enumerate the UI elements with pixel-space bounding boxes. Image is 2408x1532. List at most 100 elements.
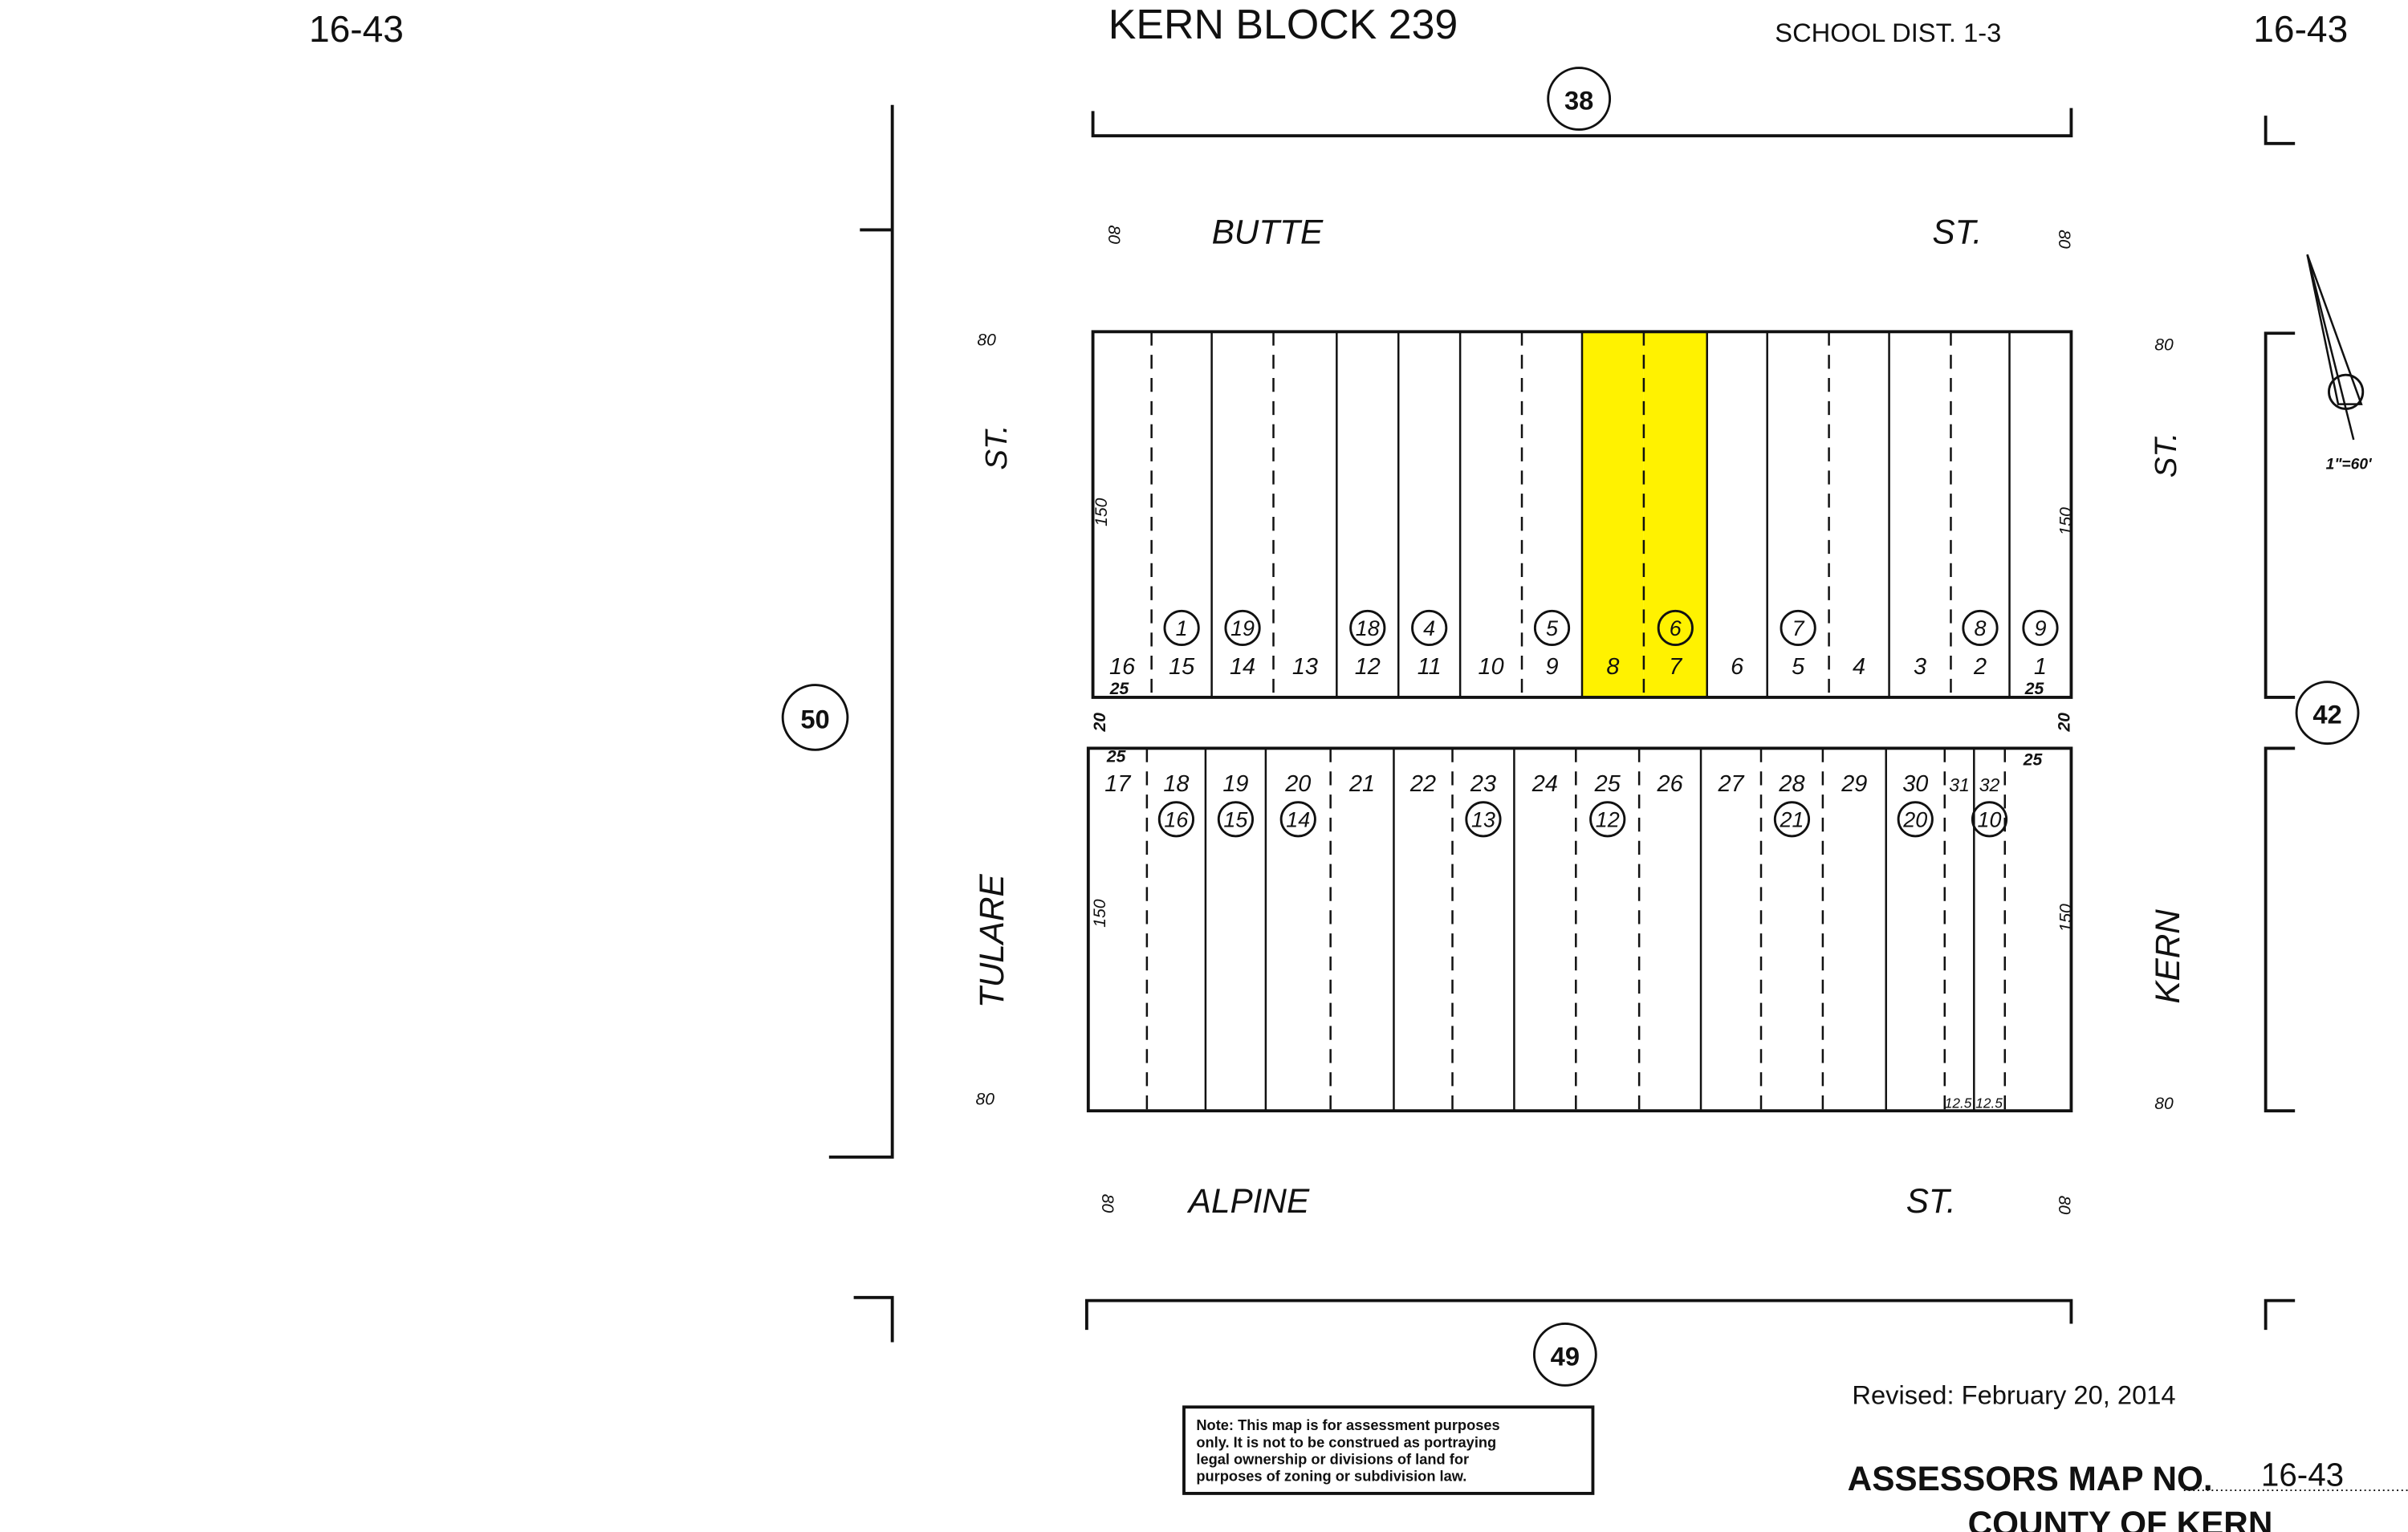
parcel-number[interactable]: 9 xyxy=(2022,609,2059,647)
lot-number[interactable]: 13 xyxy=(1292,654,1318,680)
parcel-label: 18 xyxy=(1356,616,1380,640)
lot-number[interactable]: 8 xyxy=(1606,654,1619,680)
parcel-label: 16 xyxy=(1164,807,1188,831)
parcel-number[interactable]: 21 xyxy=(1773,801,1811,838)
parcel-number[interactable]: 5 xyxy=(1533,609,1571,647)
parcel-number[interactable]: 12 xyxy=(1589,801,1626,838)
parcel-number[interactable]: 14 xyxy=(1279,801,1316,838)
street-width: 80 xyxy=(2154,1095,2174,1113)
lot-number[interactable]: 30 xyxy=(1902,771,1928,797)
street-width: 80 xyxy=(1098,1194,1117,1213)
street-suffix: ST. xyxy=(1906,1182,1956,1220)
dimension-frontage: 25 xyxy=(1109,680,1129,698)
north-arrow-icon xyxy=(2306,254,2365,441)
dimension-alley: 20 xyxy=(2055,713,2073,733)
lot-number[interactable]: 9 xyxy=(1545,654,1558,680)
lot-number[interactable]: 25 xyxy=(1594,771,1621,797)
lot-number[interactable]: 17 xyxy=(1104,771,1131,797)
scale-label: 1"=60' xyxy=(2326,456,2373,473)
adjacent-block-east-label: 42 xyxy=(2312,700,2341,729)
lot-number[interactable]: 31 xyxy=(1949,774,1970,795)
west-block-boundary xyxy=(828,104,894,1159)
street-name-kern: KERN xyxy=(2149,909,2186,1004)
lot-number[interactable]: 5 xyxy=(1792,654,1805,680)
highlighted-lot xyxy=(1582,331,1644,697)
lot-number[interactable]: 21 xyxy=(1348,771,1375,797)
parcel-label: 10 xyxy=(1978,807,2002,831)
northeast-block-boundary xyxy=(2264,116,2296,145)
parcel-number[interactable]: 20 xyxy=(1897,801,1934,838)
adjacent-block-west[interactable]: 50 xyxy=(781,684,849,751)
adjacent-block-east[interactable]: 42 xyxy=(2295,681,2360,746)
parcel-number[interactable]: 8 xyxy=(1962,609,1999,647)
lot-number[interactable]: 23 xyxy=(1470,771,1496,797)
parcel-label: 13 xyxy=(1471,807,1495,831)
lot-number[interactable]: 10 xyxy=(1479,654,1504,680)
lot-number[interactable]: 27 xyxy=(1717,771,1744,797)
east-block-boundary xyxy=(2264,746,2296,1113)
assessors-map-number: 16-43 xyxy=(2261,1456,2344,1493)
lot-number[interactable]: 32 xyxy=(1979,774,2000,795)
lot-number[interactable]: 22 xyxy=(1409,771,1436,797)
school-district: SCHOOL DIST. 1-3 xyxy=(1775,18,2001,47)
south-block-boundary xyxy=(1084,1298,2073,1331)
note-line: Note: This map is for assessment purpose… xyxy=(1196,1416,1499,1433)
county-label: COUNTY OF KERN xyxy=(1968,1505,2273,1532)
parcel-number[interactable]: 6 xyxy=(1657,609,1694,647)
parcel-label: 4 xyxy=(1423,616,1435,640)
lot-number[interactable]: 11 xyxy=(1418,654,1442,680)
lot-number[interactable]: 2 xyxy=(1973,654,1987,680)
dimension-alley: 20 xyxy=(1091,713,1109,733)
lot-number[interactable]: 20 xyxy=(1284,771,1311,797)
note-line: only. It is not to be construed as portr… xyxy=(1196,1433,1496,1450)
lot-number[interactable]: 14 xyxy=(1230,654,1255,680)
lot-number[interactable]: 15 xyxy=(1169,654,1195,680)
street-suffix: ST. xyxy=(979,425,1014,469)
street-width: 80 xyxy=(977,331,996,350)
lot-number[interactable]: 1 xyxy=(2034,654,2047,680)
parcel-number[interactable]: 13 xyxy=(1465,801,1502,838)
parcel-number[interactable]: 19 xyxy=(1224,609,1261,647)
lot-number[interactable]: 18 xyxy=(1163,771,1189,797)
dimension-depth: 150 xyxy=(1092,498,1111,526)
adjacent-block-south[interactable]: 49 xyxy=(1532,1323,1597,1387)
parcel-number[interactable]: 4 xyxy=(1411,609,1448,647)
lot-number[interactable]: 26 xyxy=(1657,771,1684,797)
lot-number[interactable]: 6 xyxy=(1731,654,1744,680)
lot-number[interactable]: 28 xyxy=(1778,771,1804,797)
dimension-frontage: 25 xyxy=(1106,748,1126,766)
street-name-butte: BUTTE xyxy=(1212,213,1324,251)
parcel-label: 7 xyxy=(1792,616,1805,640)
parcel-label: 6 xyxy=(1670,616,1682,640)
parcel-number[interactable]: 10 xyxy=(1971,801,2008,838)
parcel-number[interactable]: 7 xyxy=(1780,609,1816,647)
parcel-label: 20 xyxy=(1902,807,1927,831)
lot-number[interactable]: 29 xyxy=(1841,771,1867,797)
adjacent-block-north[interactable]: 38 xyxy=(1547,67,1612,131)
lot-number[interactable]: 16 xyxy=(1109,654,1136,680)
map-number-top-left: 16-43 xyxy=(309,8,404,50)
parcel-label: 12 xyxy=(1596,807,1620,831)
street-width: 80 xyxy=(2055,1196,2073,1215)
revised-date: Revised: February 20, 2014 xyxy=(1852,1380,2175,1409)
street-width: 80 xyxy=(2154,335,2174,354)
parcel-number[interactable]: 15 xyxy=(1217,801,1254,838)
adjacent-block-south-label: 49 xyxy=(1551,1341,1580,1371)
parcel-number[interactable]: 16 xyxy=(1157,801,1194,838)
north-block-boundary xyxy=(1091,108,2073,138)
parcel-label: 9 xyxy=(2034,616,2046,640)
lot-number[interactable]: 7 xyxy=(1669,654,1682,680)
parcel-label: 8 xyxy=(1975,616,1987,640)
parcel-label: 14 xyxy=(1286,807,1310,831)
lot-number[interactable]: 24 xyxy=(1531,771,1558,797)
lot-number[interactable]: 12 xyxy=(1355,654,1381,680)
parcel-number[interactable]: 18 xyxy=(1349,609,1386,647)
street-name-alpine: ALPINE xyxy=(1186,1182,1310,1220)
street-suffix: ST. xyxy=(1932,213,1982,251)
parcel-number[interactable]: 1 xyxy=(1163,609,1200,647)
lot-number[interactable]: 4 xyxy=(1853,654,1865,680)
lot-number[interactable]: 19 xyxy=(1222,771,1248,797)
lot-number[interactable]: 3 xyxy=(1914,654,1926,680)
